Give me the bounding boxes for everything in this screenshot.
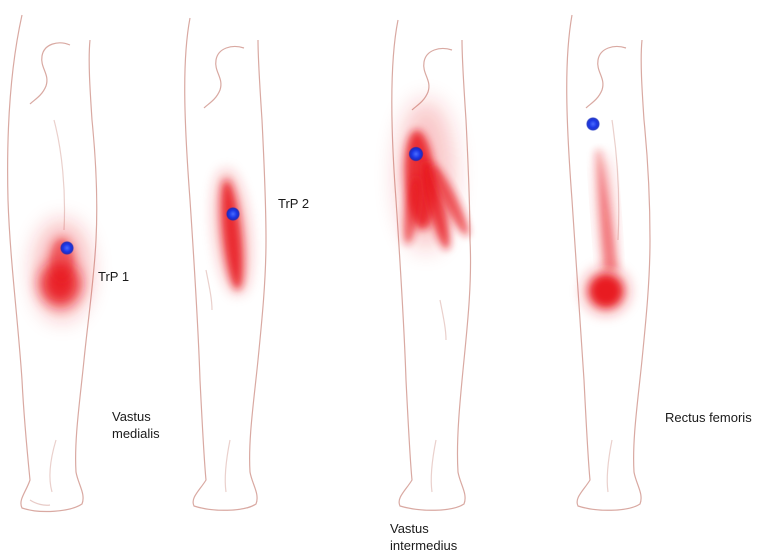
referred-pain-zone bbox=[36, 222, 88, 318]
trigger-label-trp2: TrP 2 bbox=[278, 195, 309, 212]
trigger-point-marker bbox=[226, 207, 240, 221]
referred-pain-zone bbox=[584, 150, 628, 313]
referred-pain-zone bbox=[398, 100, 474, 252]
muscle-label-line: Vastus bbox=[112, 408, 160, 425]
trigger-label-trp1: TrP 1 bbox=[98, 268, 129, 285]
muscle-label-line: intermedius bbox=[390, 537, 457, 554]
muscle-label-line: Vastus bbox=[390, 520, 457, 537]
muscle-label-line: medialis bbox=[112, 425, 160, 442]
leg-figure-vastus-intermedius bbox=[392, 20, 474, 510]
muscle-label-rectus-femoris: Rectus femoris bbox=[665, 409, 752, 426]
muscle-label-line: Rectus femoris bbox=[665, 409, 752, 426]
muscle-label-vastus-intermedius: Vastus intermedius bbox=[390, 520, 457, 554]
trigger-point-marker bbox=[409, 147, 424, 162]
trigger-point-marker bbox=[60, 241, 74, 255]
muscle-label-vastus-medialis: Vastus medialis bbox=[112, 408, 160, 442]
referred-pain-zone bbox=[210, 169, 255, 296]
trigger-point-marker bbox=[586, 117, 600, 131]
leg-figure-rectus-femoris bbox=[567, 15, 650, 510]
leg-figure-vastus-medialis bbox=[8, 15, 97, 511]
leg-outline bbox=[392, 20, 471, 510]
leg-figure-vastus-medialis-2 bbox=[185, 18, 266, 510]
